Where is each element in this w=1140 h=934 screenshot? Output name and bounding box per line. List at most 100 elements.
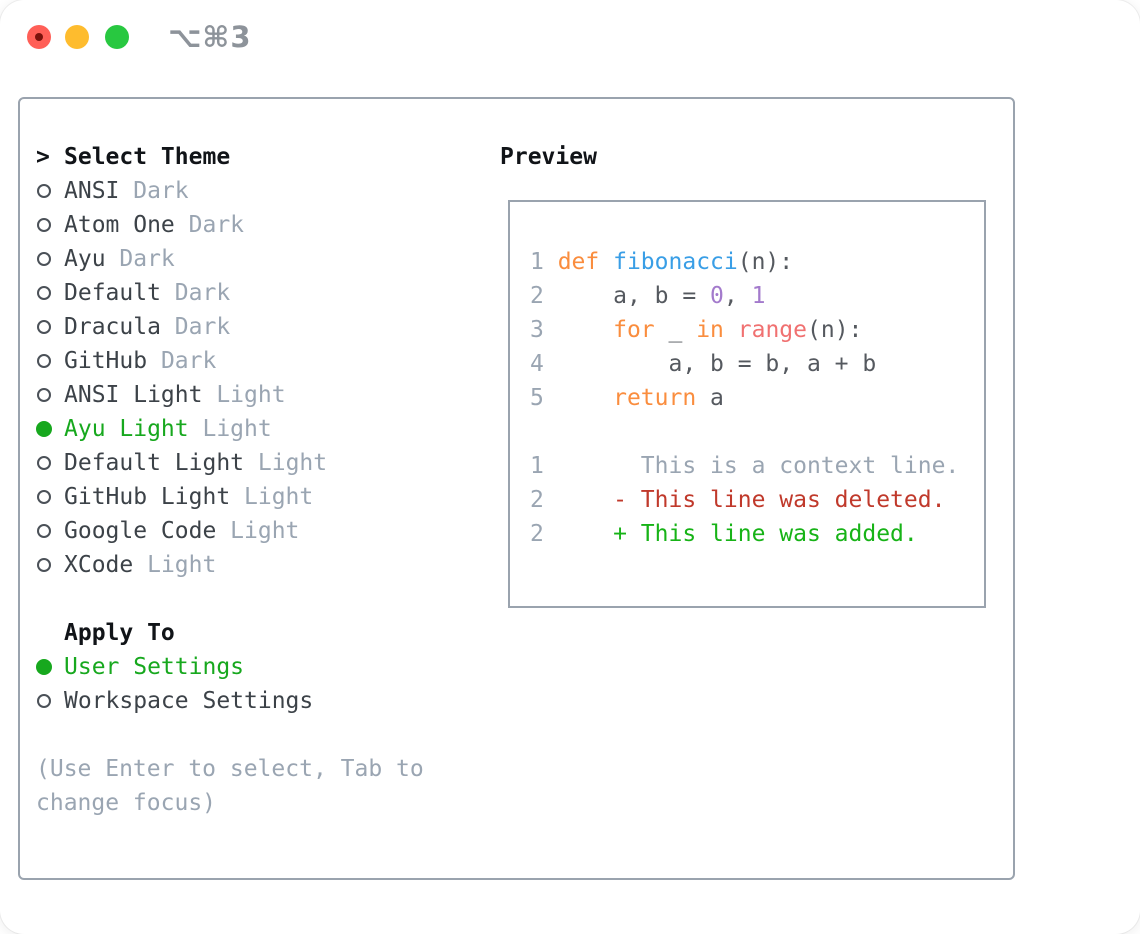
code-segment: range bbox=[737, 317, 807, 343]
radio-column bbox=[36, 446, 64, 480]
code-segment: (n): bbox=[807, 317, 863, 343]
radio-column bbox=[36, 378, 64, 412]
code-segment: return bbox=[613, 385, 697, 411]
theme-item-ayu[interactable]: Ayu Dark bbox=[36, 242, 175, 276]
window-title-shortcut: ⌥⌘3 bbox=[168, 20, 252, 54]
code-segment: a, b = bbox=[557, 283, 711, 309]
hint-line-1: (Use Enter to select, Tab to bbox=[36, 752, 424, 786]
code-segment: for bbox=[613, 317, 655, 343]
radio-column bbox=[36, 242, 64, 276]
code-segment: fibonacci bbox=[613, 249, 738, 275]
theme-item-atom-one[interactable]: Atom One Dark bbox=[36, 208, 244, 242]
radio-column bbox=[36, 276, 64, 310]
theme-item-label: Default Light Light bbox=[64, 450, 328, 476]
hint-text: change focus) bbox=[36, 790, 217, 816]
theme-item-label: Google Code Light bbox=[64, 518, 300, 544]
line-number: 2 bbox=[530, 487, 558, 513]
radio-column bbox=[36, 650, 64, 684]
preview-header-row: Preview bbox=[500, 140, 597, 174]
spacer-line bbox=[530, 415, 959, 449]
radio-unselected-icon bbox=[37, 694, 51, 708]
radio-column bbox=[36, 412, 64, 446]
minimize-button[interactable] bbox=[65, 25, 89, 49]
radio-column bbox=[36, 208, 64, 242]
prompt-chevron-icon: > bbox=[36, 144, 50, 170]
spacer bbox=[36, 616, 64, 650]
radio-column bbox=[36, 684, 64, 718]
select-theme-header-row: > Select Theme bbox=[36, 140, 230, 174]
radio-unselected-icon bbox=[37, 388, 51, 402]
radio-unselected-icon bbox=[37, 252, 51, 266]
code-segment bbox=[599, 249, 613, 275]
line-number: 4 bbox=[530, 351, 558, 377]
code-segment: 0 bbox=[710, 283, 724, 309]
radio-unselected-icon bbox=[37, 286, 51, 300]
line-number: 3 bbox=[530, 317, 558, 343]
line-number: 1 bbox=[530, 249, 558, 275]
theme-item-github[interactable]: GitHub Dark bbox=[36, 344, 216, 378]
theme-item-default-light[interactable]: Default Light Light bbox=[36, 446, 327, 480]
radio-selected-icon bbox=[36, 659, 52, 675]
radio-unselected-icon bbox=[37, 558, 51, 572]
code-segment: (n): bbox=[737, 249, 794, 275]
code-segment bbox=[558, 521, 613, 547]
radio-column bbox=[36, 480, 64, 514]
code-segment: in bbox=[696, 317, 724, 343]
diff-line-3: 2 + This line was added. bbox=[530, 517, 959, 551]
line-number: 5 bbox=[530, 385, 558, 411]
radio-unselected-icon bbox=[37, 524, 51, 538]
theme-item-ansi-light[interactable]: ANSI Light Light bbox=[36, 378, 286, 412]
apply-option-label: Workspace Settings bbox=[64, 688, 314, 714]
theme-item-label: XCode Light bbox=[64, 552, 217, 578]
code-segment: a bbox=[696, 385, 724, 411]
code-segment: - This line was deleted. bbox=[613, 487, 946, 513]
theme-item-ansi[interactable]: ANSI Dark bbox=[36, 174, 189, 208]
theme-item-label: GitHub Dark bbox=[64, 348, 217, 374]
radio-selected-icon bbox=[36, 421, 52, 437]
apply-option-workspace-settings[interactable]: Workspace Settings bbox=[36, 684, 313, 718]
apply-to-header: Apply To bbox=[64, 620, 175, 646]
close-button[interactable] bbox=[27, 25, 51, 49]
theme-item-github-light[interactable]: GitHub Light Light bbox=[36, 480, 313, 514]
theme-item-label: Atom One Dark bbox=[64, 212, 245, 238]
code-segment: This is a context line. bbox=[557, 453, 960, 479]
code-segment bbox=[558, 487, 613, 513]
theme-item-default[interactable]: Default Dark bbox=[36, 276, 230, 310]
radio-column bbox=[36, 548, 64, 582]
code-segment: a, b = b, a + b bbox=[557, 351, 877, 377]
select-theme-header: Select Theme bbox=[64, 144, 231, 170]
apply-option-user-settings[interactable]: User Settings bbox=[36, 650, 244, 684]
radio-unselected-icon bbox=[37, 354, 51, 368]
theme-item-label: GitHub Light Light bbox=[64, 484, 314, 510]
radio-column bbox=[36, 514, 64, 548]
theme-item-label: ANSI Light Light bbox=[64, 382, 286, 408]
radio-column bbox=[36, 344, 64, 378]
theme-item-google-code[interactable]: Google Code Light bbox=[36, 514, 299, 548]
diff-line-2: 2 - This line was deleted. bbox=[530, 483, 959, 517]
theme-item-label: Ayu Light Light bbox=[64, 416, 272, 442]
zoom-button[interactable] bbox=[105, 25, 129, 49]
code-line-5: 5 return a bbox=[530, 381, 959, 415]
code-line-3: 3 for _ in range(n): bbox=[530, 313, 959, 347]
line-number: 2 bbox=[530, 521, 558, 547]
code-segment: _ bbox=[654, 317, 697, 343]
theme-item-ayu-light[interactable]: Ayu Light Light bbox=[36, 412, 272, 446]
code-line-4: 4 a, b = b, a + b bbox=[530, 347, 959, 381]
theme-item-label: ANSI Dark bbox=[64, 178, 189, 204]
line-number: 2 bbox=[530, 283, 558, 309]
apply-to-header-row: Apply To bbox=[36, 616, 175, 650]
unsaved-dot-icon bbox=[35, 33, 43, 41]
radio-column bbox=[36, 174, 64, 208]
hint-line-2: change focus) bbox=[36, 786, 216, 820]
code-segment: def bbox=[557, 249, 600, 275]
theme-item-xcode[interactable]: XCode Light bbox=[36, 548, 216, 582]
code-segment: 1 bbox=[751, 283, 766, 309]
theme-item-dracula[interactable]: Dracula Dark bbox=[36, 310, 230, 344]
code-segment bbox=[558, 317, 613, 343]
radio-unselected-icon bbox=[37, 320, 51, 334]
radio-unselected-icon bbox=[37, 184, 51, 198]
code-line-2: 2 a, b = 0, 1 bbox=[530, 279, 959, 313]
radio-unselected-icon bbox=[37, 490, 51, 504]
line-number: 1 bbox=[530, 453, 558, 479]
